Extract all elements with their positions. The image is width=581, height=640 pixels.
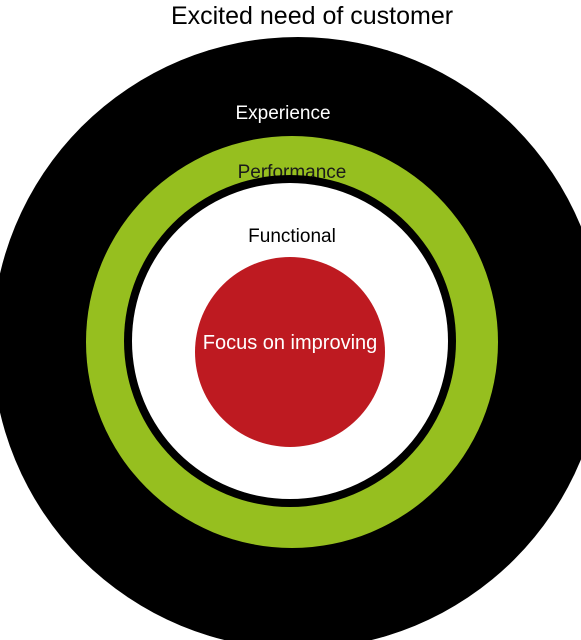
diagram-title: Excited need of customer (171, 2, 453, 30)
core-label: Focus on improving (203, 332, 378, 354)
experience-label: Experience (235, 103, 330, 124)
functional-label: Functional (248, 226, 336, 247)
core-circle (195, 257, 385, 447)
